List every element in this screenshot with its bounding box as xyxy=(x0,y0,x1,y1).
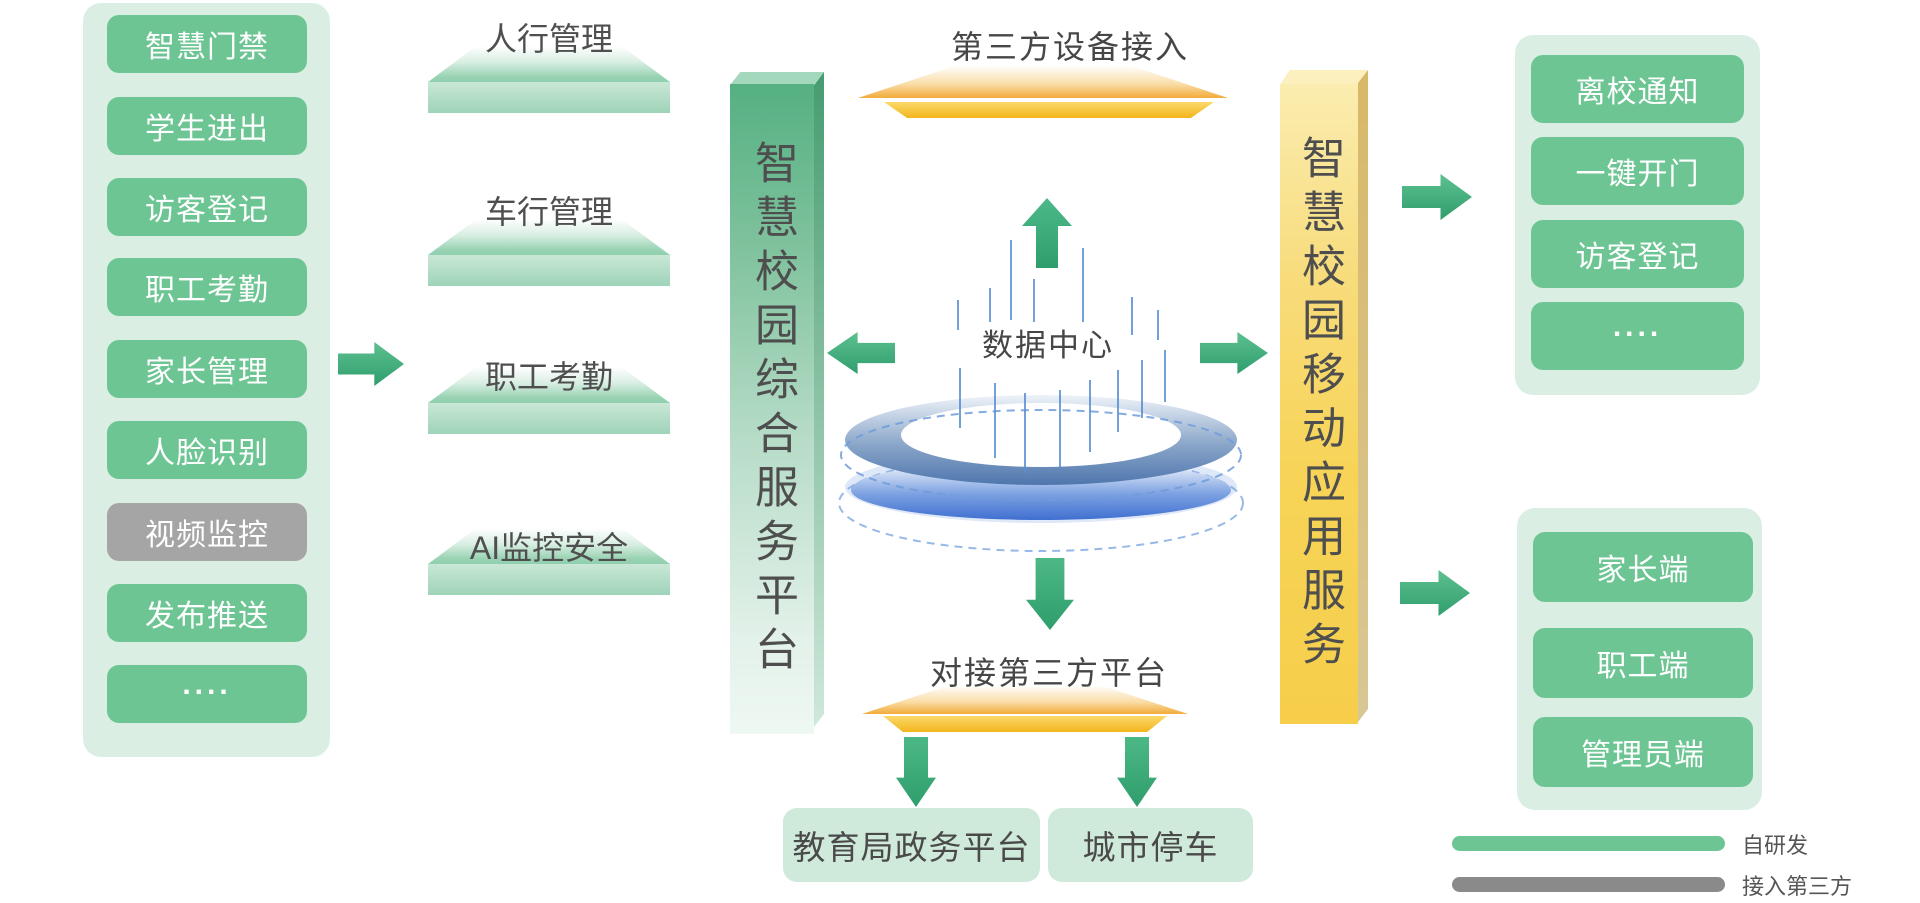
top-platform-title: 第三方设备接入 xyxy=(950,29,1189,65)
node-label: 城市停车 xyxy=(1082,829,1219,866)
node-label: 发布推送 xyxy=(145,600,269,633)
node-label: .... xyxy=(182,668,232,701)
bottom-platform-title: 对接第三方平台 xyxy=(929,655,1168,691)
platform-face xyxy=(428,82,670,113)
node-label: 职工端 xyxy=(1596,650,1690,683)
node-label: 家长端 xyxy=(1596,554,1690,587)
node-label: 离校通知 xyxy=(1575,76,1700,109)
bottom-platform-lower-slab xyxy=(883,716,1167,732)
node-student-inout: 学生进出 xyxy=(107,97,307,155)
green-pillar-title: 智慧校园综合服务平台 xyxy=(748,140,797,680)
node-leave-notice: 离校通知 xyxy=(1531,55,1744,123)
platform-pedestrian-label: 人行管理 xyxy=(484,21,613,57)
platform-face xyxy=(428,403,670,434)
node-label: 人脸识别 xyxy=(145,437,269,470)
node-staff-client: 职工端 xyxy=(1533,628,1753,698)
platform-ai-monitor-label: AI监控安全 xyxy=(469,530,629,566)
yellow-pillar xyxy=(1280,84,1358,724)
legend-self-developed-label: 自研发 xyxy=(1742,833,1809,858)
node-label: 智慧门禁 xyxy=(145,31,269,64)
node-label: 访客登记 xyxy=(145,194,269,227)
node-label: 管理员端 xyxy=(1581,739,1705,772)
green-pillar-side-face xyxy=(814,72,824,727)
node-label: 访客登记 xyxy=(1575,241,1700,274)
node-admin-client: 管理员端 xyxy=(1533,717,1753,787)
green-pillar xyxy=(730,84,814,734)
yellow-pillar-top-face xyxy=(1280,70,1368,85)
node-more: .... xyxy=(1531,302,1744,370)
node-label: 视频监控 xyxy=(145,519,269,552)
platform-attendance-label: 职工考勤 xyxy=(484,359,613,395)
legend-third-party-bar xyxy=(1452,877,1725,892)
platform-vehicle-label: 车行管理 xyxy=(484,194,613,230)
data-center-label: 数据中心 xyxy=(982,328,1114,363)
arrow-down-icon xyxy=(1026,558,1074,630)
top-platform-upper-slab xyxy=(858,66,1228,98)
data-center-disc xyxy=(838,240,1244,552)
platform-face xyxy=(428,255,670,286)
yellow-pillar-title: 智慧校园移动应用服务 xyxy=(1295,135,1344,675)
arrow-right-icon xyxy=(338,342,404,386)
node-video-surveillance: 视频监控 xyxy=(107,503,307,561)
green-pillar-top-face xyxy=(730,72,824,85)
arrow-down-icon xyxy=(1117,737,1157,807)
node-one-key-open: 一键开门 xyxy=(1531,137,1744,205)
arrow-right-icon xyxy=(1402,174,1472,220)
node-more: .... xyxy=(107,665,307,723)
mobile-features-panel: 离校通知 一键开门 访客登记 .... xyxy=(1515,35,1760,395)
mobile-clients-panel: 家长端 职工端 管理员端 xyxy=(1517,508,1762,810)
node-visitor-register: 访客登记 xyxy=(1531,220,1744,288)
node-parent-client: 家长端 xyxy=(1533,532,1753,602)
node-label: 教育局政务平台 xyxy=(792,829,1031,866)
top-platform-lower-slab xyxy=(884,102,1214,118)
arrow-down-icon xyxy=(896,737,936,807)
legend-self-developed-bar xyxy=(1452,836,1725,851)
node-access-control: 智慧门禁 xyxy=(107,15,307,73)
campus-functions-panel: 智慧门禁 学生进出 访客登记 职工考勤 家长管理 人脸识别 视频监控 发布推送 … xyxy=(83,3,330,757)
node-label: 学生进出 xyxy=(145,113,269,146)
node-label: 职工考勤 xyxy=(145,274,269,307)
node-parent-mgmt: 家长管理 xyxy=(107,340,307,398)
node-face-recognition: 人脸识别 xyxy=(107,421,307,479)
node-city-parking: 城市停车 xyxy=(1048,808,1253,882)
node-visitor-register: 访客登记 xyxy=(107,178,307,236)
node-staff-attendance: 职工考勤 xyxy=(107,258,307,316)
node-label: .... xyxy=(1612,310,1663,343)
node-label: 家长管理 xyxy=(145,356,269,389)
platform-face xyxy=(428,564,670,595)
arrow-right-icon xyxy=(1400,570,1470,616)
node-label: 一键开门 xyxy=(1575,158,1700,191)
node-publish-push: 发布推送 xyxy=(107,584,307,642)
legend-third-party-label: 接入第三方 xyxy=(1742,874,1853,899)
node-education-bureau: 教育局政务平台 xyxy=(783,808,1040,882)
yellow-pillar-side-face xyxy=(1358,70,1368,722)
